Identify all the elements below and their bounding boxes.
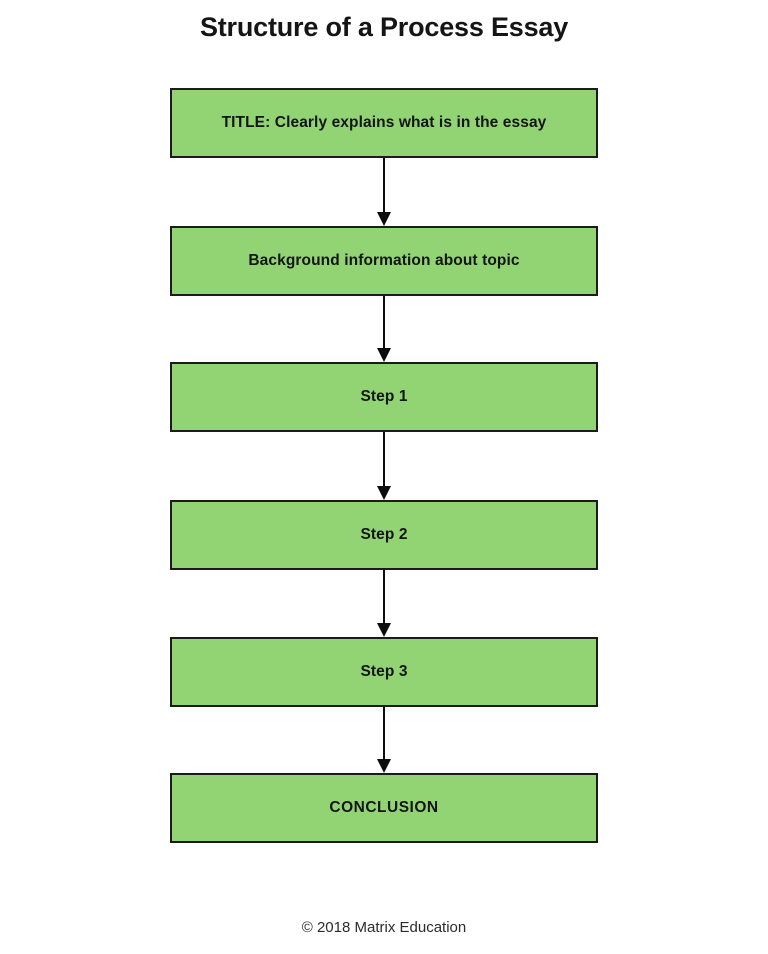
flow-node-step1-label: Step 1 [360, 387, 408, 405]
flow-node-step1: Step 1 [170, 362, 598, 432]
flow-arrow-background-to-step1 [377, 296, 391, 362]
page-title: Structure of a Process Essay [199, 12, 569, 42]
flow-node-background: Background information about topic [170, 226, 598, 296]
flow-arrow-title-to-background [377, 158, 391, 226]
arrow-shaft-icon [383, 158, 385, 212]
arrow-shaft-icon [383, 707, 385, 759]
flow-node-step2: Step 2 [170, 500, 598, 570]
flow-arrow-step2-to-step3 [377, 570, 391, 637]
flow-node-title-label: TITLE: Clearly explains what is in the e… [221, 113, 547, 131]
flow-node-title: TITLE: Clearly explains what is in the e… [170, 88, 598, 158]
arrow-shaft-icon [383, 570, 385, 623]
flow-node-step3-label: Step 3 [360, 662, 408, 680]
arrow-head-icon [377, 623, 391, 637]
flow-node-step2-label: Step 2 [360, 525, 408, 543]
flow-arrow-step3-to-conclusion [377, 707, 391, 773]
flow-node-step3: Step 3 [170, 637, 598, 707]
flow-node-conclusion: CONCLUSION [170, 773, 598, 843]
flow-node-background-label: Background information about topic [248, 251, 520, 269]
arrow-shaft-icon [383, 296, 385, 348]
flow-node-conclusion-label: CONCLUSION [329, 798, 439, 816]
arrow-head-icon [377, 348, 391, 362]
arrow-head-icon [377, 486, 391, 500]
arrow-head-icon [377, 759, 391, 773]
flowchart-body: TITLE: Clearly explains what is in the e… [170, 88, 598, 843]
arrow-head-icon [377, 212, 391, 226]
copyright-notice: © 2018 Matrix Education [301, 919, 467, 936]
flow-arrow-step1-to-step2 [377, 432, 391, 500]
arrow-shaft-icon [383, 432, 385, 486]
